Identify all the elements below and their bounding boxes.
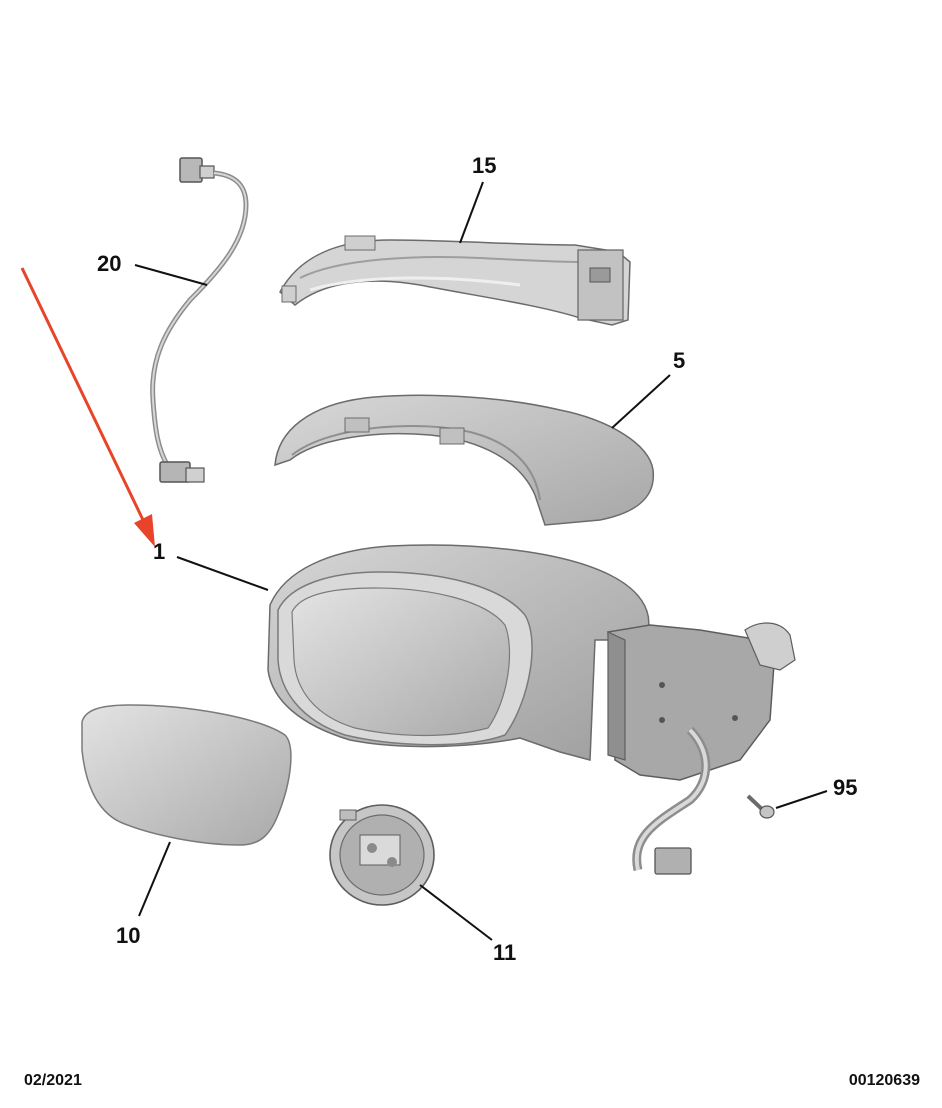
footer-date: 02/2021 <box>24 1072 82 1089</box>
leader-1 <box>176 556 269 591</box>
leader-11 <box>419 884 493 941</box>
callout-15: 15 <box>472 153 496 178</box>
callout-1: 1 <box>153 539 165 564</box>
callout-11: 11 <box>493 940 516 965</box>
callout-95: 95 <box>833 775 857 800</box>
leader-95 <box>775 790 828 809</box>
mirror-actuator-part-11 <box>329 804 435 906</box>
callout-10: 10 <box>116 923 140 948</box>
mirror-glass-part-10 <box>81 704 292 846</box>
turn-signal-part-15 <box>279 235 631 326</box>
callout-5: 5 <box>673 348 685 373</box>
wiring-harness-part-20 <box>150 157 249 483</box>
mirror-housing-part-1 <box>267 544 796 875</box>
leader-15 <box>459 181 484 244</box>
callout-20: 20 <box>97 251 121 276</box>
footer-reference: 00120639 <box>848 1072 920 1089</box>
highlight-arrow <box>20 267 155 547</box>
leader-20 <box>134 264 208 286</box>
leader-5 <box>611 374 671 429</box>
leader-10 <box>138 841 171 917</box>
screw-part-95 <box>746 794 775 819</box>
mirror-cover-part-5 <box>274 394 655 526</box>
